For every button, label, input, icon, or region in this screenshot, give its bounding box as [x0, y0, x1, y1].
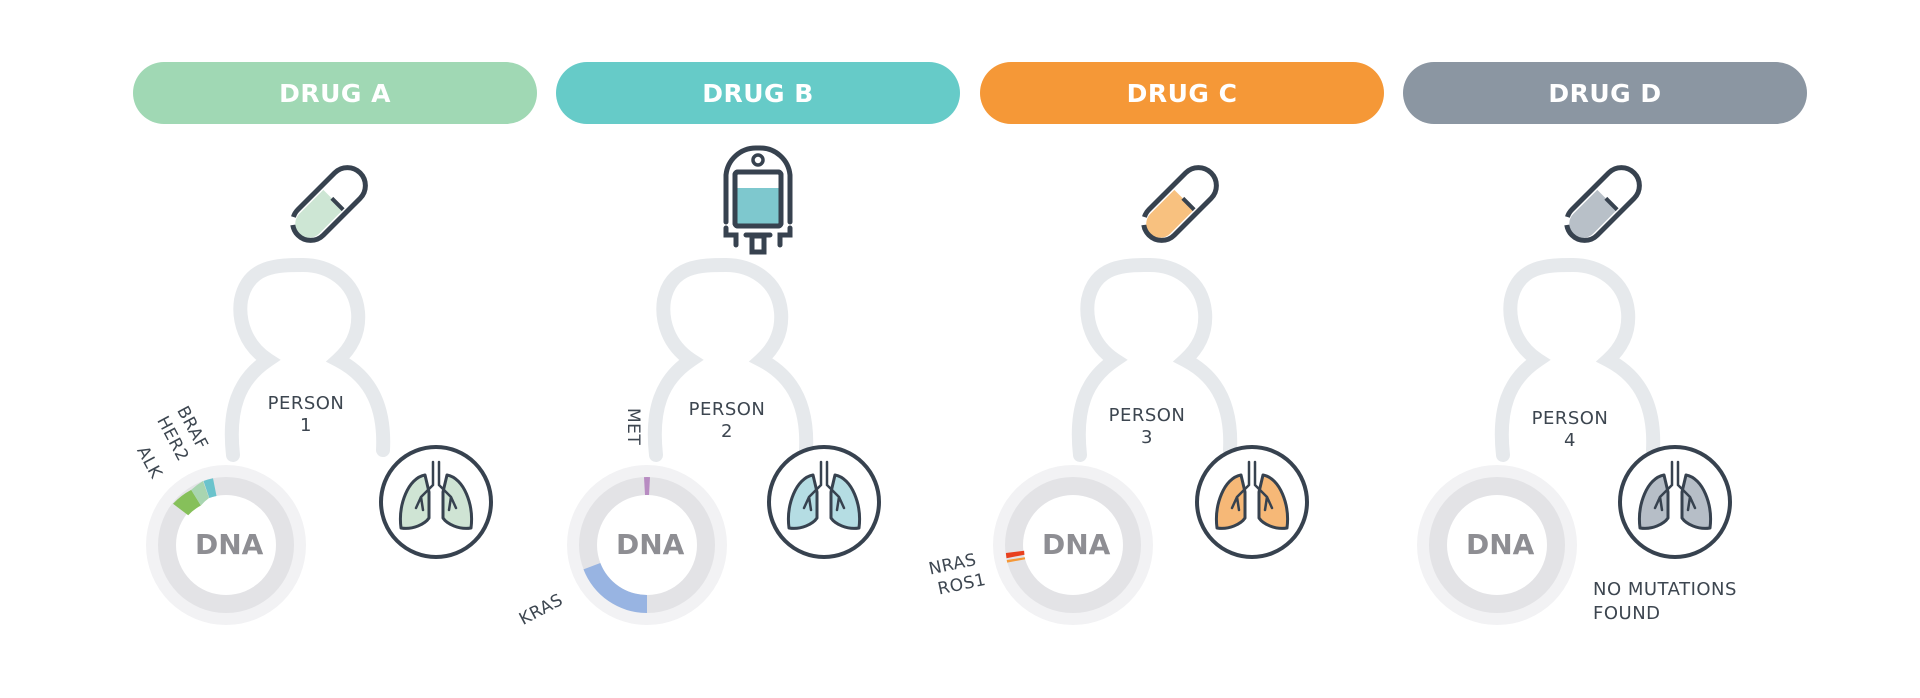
person-3-label: PERSON 3	[1102, 405, 1192, 449]
person-1-label: PERSON 1	[261, 393, 351, 437]
person-outline	[1494, 257, 1661, 462]
iv-bag-icon	[723, 145, 793, 255]
lungs-icon	[379, 445, 493, 559]
no-mutations-note: NO MUTATIONS FOUND	[1593, 578, 1737, 626]
drug-b-panel: DRUG B PERSON 2 DNA M	[516, 0, 960, 698]
drug-d-illustration	[1417, 165, 1732, 625]
dna-ring	[146, 465, 306, 625]
person-4-label: PERSON 4	[1525, 408, 1615, 452]
drug-a-label: DRUG A	[279, 78, 391, 108]
lungs-icon	[767, 445, 881, 559]
dna-label: DNA	[195, 528, 264, 561]
alk-segment	[173, 489, 201, 516]
person-outline	[1071, 257, 1238, 462]
drug-c-panel: DRUG C PERSON 3 DNA NRAS ROS1	[927, 0, 1384, 698]
dna-ring	[1417, 465, 1577, 625]
drug-d-panel: DRUG D PERSON 4 DNA NO MUTATIONS FOUND	[1403, 0, 1807, 698]
dna-label: DNA	[1466, 528, 1535, 561]
person-2-label: PERSON 2	[682, 399, 772, 443]
drug-b-illustration	[567, 145, 881, 625]
dna-label: DNA	[616, 528, 685, 561]
pill-icon	[1564, 165, 1642, 243]
person-number: 2	[721, 421, 733, 442]
drug-c-label: DRUG C	[1126, 78, 1238, 108]
her2-segment	[191, 481, 209, 506]
dna-ring	[567, 465, 727, 625]
mutation-label-met: MET	[623, 408, 643, 446]
lungs-icon	[1195, 445, 1309, 559]
lungs-icon	[1618, 445, 1732, 559]
person-number: 4	[1564, 430, 1576, 451]
drug-d-label: DRUG D	[1548, 78, 1662, 108]
pill-icon	[1141, 165, 1219, 243]
drug-c-header[interactable]: DRUG C	[980, 62, 1384, 124]
drug-b-label: DRUG B	[702, 78, 814, 108]
no-mutations-line2: FOUND	[1593, 603, 1661, 624]
drug-c-illustration	[993, 165, 1309, 625]
person-label: PERSON	[267, 393, 345, 414]
person-number: 1	[300, 415, 312, 436]
pill-icon	[290, 165, 368, 243]
person-label: PERSON	[1531, 408, 1609, 429]
dna-ring	[993, 465, 1153, 625]
person-label: PERSON	[688, 399, 766, 420]
drug-a-panel: DRUG A PERSON 1 DNA BRAF	[132, 0, 537, 698]
person-outline	[647, 257, 814, 462]
dna-label: DNA	[1042, 528, 1111, 561]
drug-b-header[interactable]: DRUG B	[556, 62, 960, 124]
person-outline	[224, 257, 391, 462]
braf-segment	[203, 478, 217, 498]
nras-segment	[1005, 550, 1025, 559]
kras-segment	[583, 563, 647, 613]
ros1-segment	[1006, 557, 1026, 563]
person-number: 3	[1141, 427, 1153, 448]
met-segment	[644, 477, 650, 495]
no-mutations-line1: NO MUTATIONS	[1593, 579, 1737, 600]
drug-d-header[interactable]: DRUG D	[1403, 62, 1807, 124]
person-label: PERSON	[1108, 405, 1186, 426]
drug-a-illustration	[146, 165, 493, 625]
drug-a-header[interactable]: DRUG A	[133, 62, 537, 124]
